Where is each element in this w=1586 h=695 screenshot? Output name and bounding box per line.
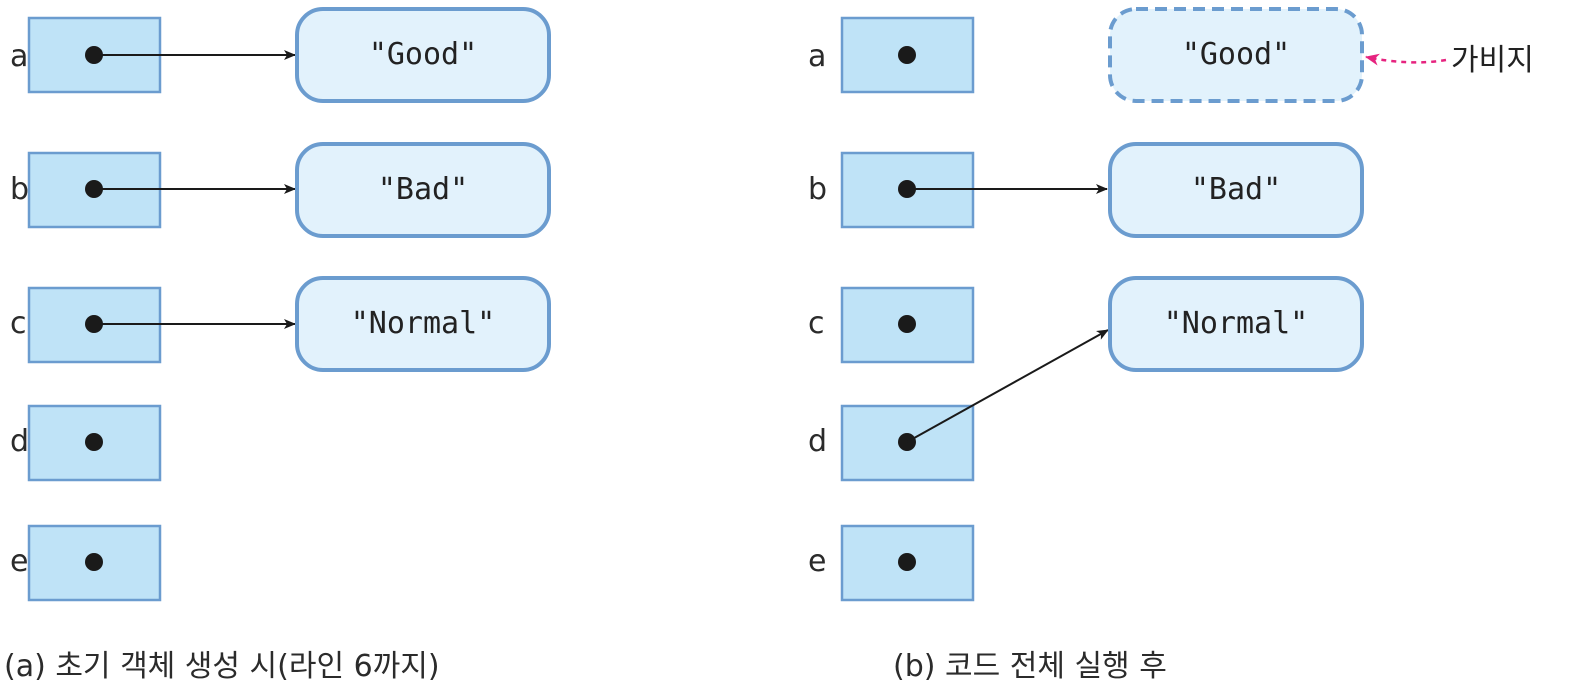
panel-a: a b c d e "Good" "Bad" "Normal" (a) 초기 객… [4, 7, 551, 684]
garbage-pointer-arrow [1365, 53, 1447, 66]
panel-a-var-e-pointer-dot [85, 553, 103, 571]
panel-b-var-d-label: d [808, 424, 827, 459]
panel-b-good-object-text: "Good" [1182, 37, 1290, 72]
panel-b-bad-object-text: "Bad" [1191, 172, 1281, 207]
panel-a-var-e-label: e [10, 544, 28, 579]
panel-a-var-d-label: d [10, 424, 29, 459]
panel-a-var-c-label: c [10, 306, 27, 341]
panel-b-d-to-normal-arrow [906, 329, 1109, 443]
panel-b-var-a-label: a [808, 39, 826, 74]
panel-a-good-object-text: "Good" [369, 37, 477, 72]
panel-b-var-b-label: b [808, 172, 827, 207]
panel-a-bad-object-text: "Bad" [378, 172, 468, 207]
panel-b-normal-object [1108, 276, 1364, 372]
panel-a-good-object [295, 7, 551, 103]
panel-a-bad-object [295, 142, 551, 238]
panel-b: a b c d e "Good" "Bad" "Normal" 가비지 (b) [808, 7, 1534, 684]
panel-b-var-e-label: e [808, 544, 826, 579]
panel-b-var-e-pointer-dot [898, 553, 916, 571]
panel-b-good-object-garbage [1108, 7, 1364, 103]
panel-a-normal-object-text: "Normal" [351, 306, 496, 341]
panel-b-caption: (b) 코드 전체 실행 후 [893, 649, 1167, 684]
panel-a-var-d-pointer-dot [85, 433, 103, 451]
garbage-label: 가비지 [1451, 43, 1534, 78]
panel-b-var-c-label: c [808, 306, 825, 341]
panel-a-caption: (a) 초기 객체 생성 시(라인 6까지) [4, 649, 440, 684]
panel-a-var-d-ref-box [27, 404, 162, 482]
panel-b-var-c-pointer-dot [898, 315, 916, 333]
panel-b-normal-object-text: "Normal" [1164, 306, 1309, 341]
panel-b-var-a-pointer-dot [898, 46, 916, 64]
panel-b-bad-object [1108, 142, 1364, 238]
panel-a-var-a-label: a [10, 39, 28, 74]
panel-a-var-b-label: b [10, 172, 29, 207]
panel-a-normal-object [295, 276, 551, 372]
